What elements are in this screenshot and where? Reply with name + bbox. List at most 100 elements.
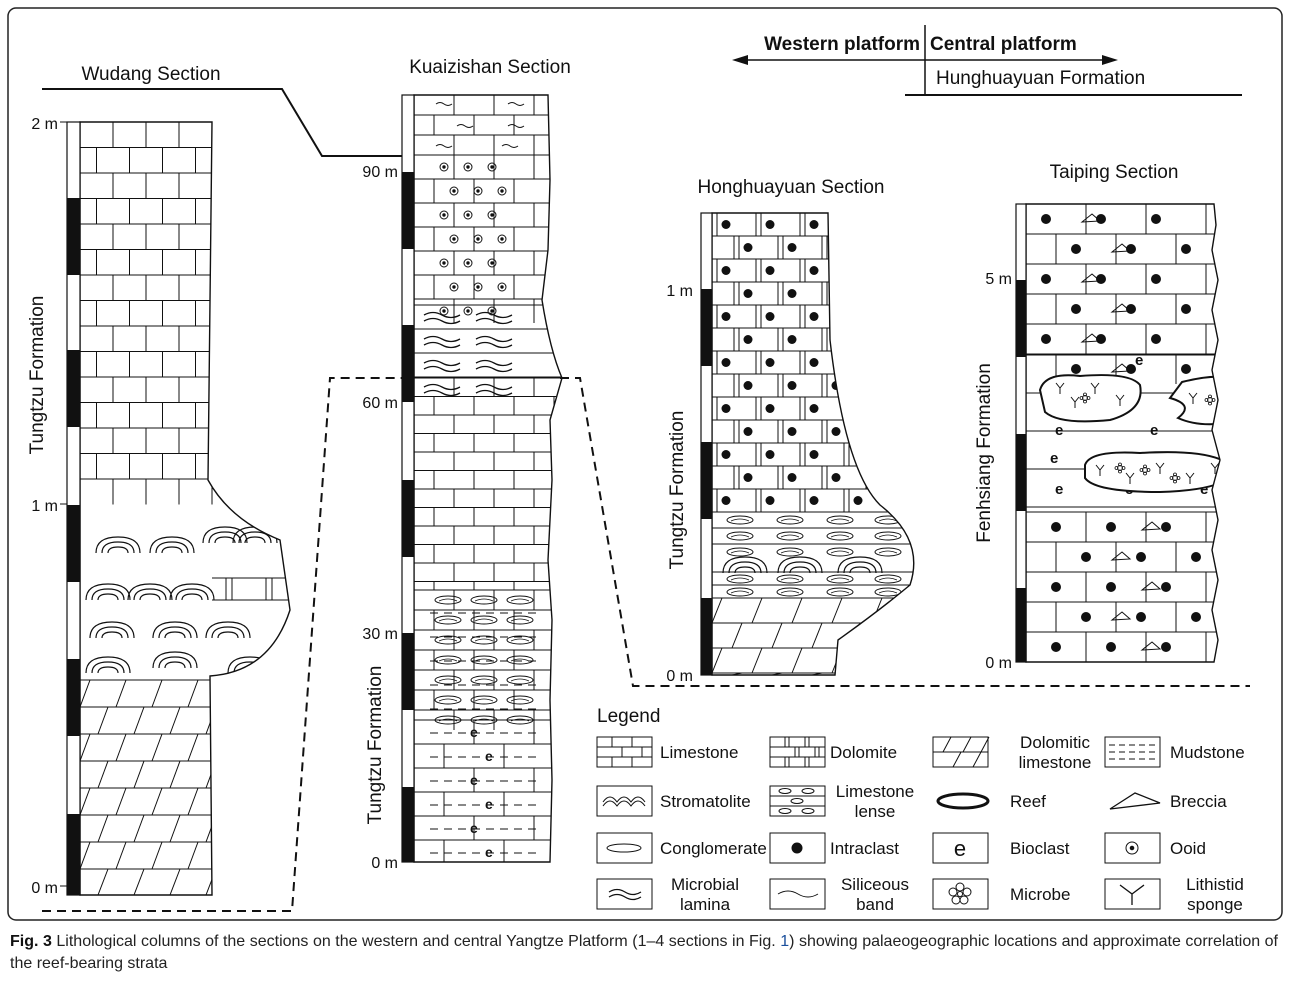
legend-symbol-dolomitic-limestone bbox=[932, 736, 990, 768]
kuaizishan-tick-30m: 30 m bbox=[362, 626, 398, 643]
taiping-formation-label: Fenhsiang Formation bbox=[974, 363, 995, 543]
honghuayuan-title: Honghuayuan Section bbox=[698, 177, 885, 198]
svg-text:e: e bbox=[485, 844, 493, 860]
legend-item-mudstone: Mudstone bbox=[1104, 736, 1245, 768]
legend-item-dolomite: Dolomite bbox=[769, 736, 897, 768]
svg-text:e: e bbox=[1215, 422, 1223, 439]
legend-symbol-reef bbox=[936, 792, 990, 810]
honghuayuan-tick-1m: 1 m bbox=[666, 283, 693, 300]
legend-label-dolomitic-limestone-2: limestone bbox=[1019, 753, 1092, 772]
svg-text:e: e bbox=[470, 772, 478, 788]
kuaizishan-tick-0m: 0 m bbox=[371, 855, 398, 872]
legend-symbol-microbial-lamina bbox=[596, 878, 653, 910]
hunghuayuan-formation-label: Hunghuayuan Formation bbox=[936, 68, 1145, 89]
svg-text:e: e bbox=[1150, 422, 1158, 439]
wudang-section: Wudang Section 2 m 1 m 0 m Tungtzu Forma… bbox=[27, 64, 291, 897]
legend-symbol-limestone bbox=[596, 736, 653, 768]
honghuayuan-tick-0m: 0 m bbox=[666, 668, 693, 685]
svg-text:e: e bbox=[1135, 352, 1143, 369]
legend-label-stromatolite: Stromatolite bbox=[660, 792, 751, 811]
wudang-title: Wudang Section bbox=[81, 64, 220, 85]
caption-label: Fig. 3 bbox=[10, 933, 52, 950]
honghuayuan-formation-label: Tungtzu Formation bbox=[667, 411, 688, 570]
caption-figure-ref-link[interactable]: 1 bbox=[780, 933, 790, 950]
legend-symbol-siliceous-band bbox=[769, 878, 826, 910]
legend-label-breccia: Breccia bbox=[1170, 792, 1227, 811]
honghuayuan-column-fill bbox=[712, 213, 914, 675]
legend-item-ooid: Ooid bbox=[1104, 832, 1206, 864]
svg-text:e: e bbox=[1200, 481, 1208, 498]
legend-label-microbial-lamina-2: lamina bbox=[680, 895, 731, 914]
legend-item-reef: Reef bbox=[936, 792, 1046, 811]
kuaizishan-title: Kuaizishan Section bbox=[409, 57, 571, 78]
svg-text:e: e bbox=[470, 820, 478, 836]
legend-symbol-intraclast bbox=[769, 832, 826, 864]
svg-text:e: e bbox=[954, 836, 966, 861]
legend-label-limestone-lense-1: Limestone bbox=[836, 782, 914, 801]
legend-item-intraclast: Intraclast bbox=[769, 832, 899, 864]
legend-item-limestone: Limestone bbox=[596, 736, 738, 768]
legend-label-siliceous-band-2: band bbox=[856, 895, 894, 914]
taiping-column-fill: eeeeeeeeee bbox=[1026, 204, 1253, 662]
taiping-tick-5m: 5 m bbox=[985, 271, 1012, 288]
platform-header: Western platform Central platform Hunghu… bbox=[732, 25, 1242, 96]
legend-label-reef: Reef bbox=[1010, 792, 1046, 811]
legend-label-lithistid-sponge-2: sponge bbox=[1187, 895, 1243, 914]
legend-label-microbe: Microbe bbox=[1010, 885, 1070, 904]
legend-symbol-stromatolite bbox=[596, 785, 653, 817]
wudang-tick-0m: 0 m bbox=[31, 880, 58, 897]
legend-symbol-mudstone bbox=[1104, 736, 1161, 768]
legend-symbol-bioclast: e bbox=[932, 832, 989, 864]
correlation-line-dashed bbox=[42, 377, 1250, 912]
wudang-tick-2m: 2 m bbox=[31, 116, 58, 133]
legend-label-bioclast: Bioclast bbox=[1010, 839, 1070, 858]
legend-title: Legend bbox=[597, 706, 660, 727]
legend-label-dolomitic-limestone-1: Dolomitic bbox=[1020, 733, 1090, 752]
kuaizishan-formation-label: Tungtzu Formation bbox=[365, 666, 386, 825]
legend-symbol-breccia bbox=[1109, 792, 1161, 810]
svg-text:e: e bbox=[1050, 450, 1058, 467]
wudang-column-fill bbox=[80, 122, 290, 895]
svg-text:e: e bbox=[1055, 481, 1063, 498]
svg-text:e: e bbox=[1245, 450, 1253, 467]
legend-symbol-lithistid-sponge bbox=[1104, 878, 1161, 910]
wudang-tick-1m: 1 m bbox=[31, 498, 58, 515]
svg-text:e: e bbox=[470, 724, 478, 740]
caption-text-after: ) showing palaeogeographic locations and… bbox=[10, 933, 1278, 972]
legend-label-siliceous-band-1: Siliceous bbox=[841, 875, 909, 894]
legend-label-lithistid-sponge-1: Lithistid bbox=[1186, 875, 1244, 894]
legend-symbol-microbe bbox=[932, 878, 989, 910]
kuaizishan-tick-90m: 90 m bbox=[362, 164, 398, 181]
legend-item-breccia: Breccia bbox=[1109, 792, 1227, 811]
taiping-title: Taiping Section bbox=[1050, 162, 1179, 183]
kuaizishan-tick-60m: 60 m bbox=[362, 395, 398, 412]
legend-item-bioclast: e Bioclast bbox=[932, 832, 1070, 864]
legend-label-ooid: Ooid bbox=[1170, 839, 1206, 858]
legend-symbol-conglomerate bbox=[596, 832, 653, 864]
legend-symbol-dolomite bbox=[769, 736, 826, 768]
taiping-tick-0m: 0 m bbox=[985, 655, 1012, 672]
legend-label-mudstone: Mudstone bbox=[1170, 743, 1245, 762]
western-platform-label: Western platform bbox=[764, 34, 920, 55]
legend-label-dolomite: Dolomite bbox=[830, 743, 897, 762]
figure-frame bbox=[7, 7, 1283, 921]
legend-label-intraclast: Intraclast bbox=[830, 839, 899, 858]
correlation-line-top bbox=[42, 88, 402, 157]
legend-label-conglomerate: Conglomerate bbox=[660, 839, 767, 858]
svg-text:e: e bbox=[1055, 422, 1063, 439]
legend-symbol-limestone-lense bbox=[769, 785, 826, 817]
legend-label-microbial-lamina-1: Microbial bbox=[671, 875, 739, 894]
wudang-formation-label: Tungtzu Formation bbox=[27, 296, 48, 455]
legend-label-limestone-lense-2: lense bbox=[855, 802, 896, 821]
central-platform-label: Central platform bbox=[930, 34, 1077, 55]
legend-item-microbe: Microbe bbox=[932, 878, 1070, 910]
legend: Legend Limestone Dolomite Dolomiticlimesto… bbox=[596, 706, 1245, 914]
